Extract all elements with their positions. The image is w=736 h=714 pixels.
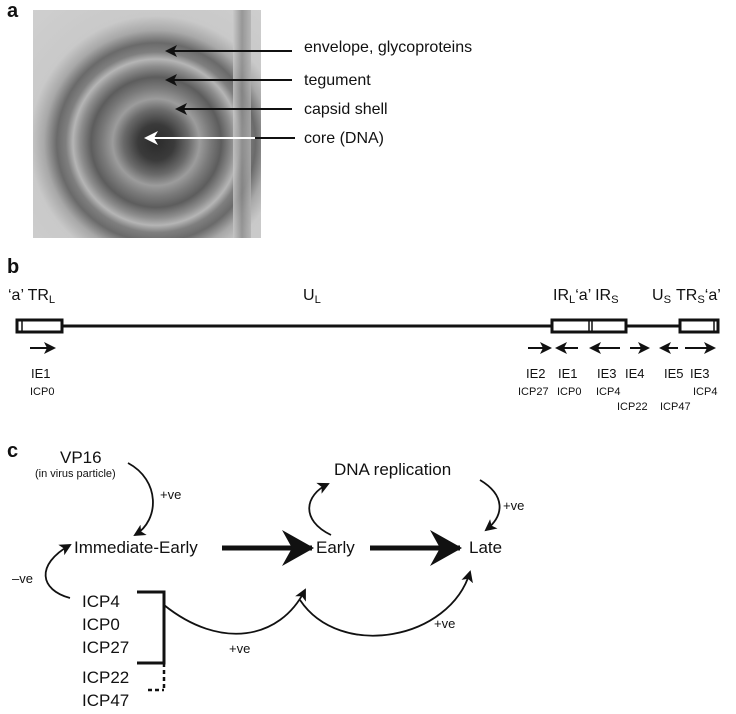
label-capsid: capsid shell xyxy=(304,101,388,118)
gene-ie: IE4 xyxy=(625,366,645,381)
irl-sub: L xyxy=(569,294,576,306)
ul-text: U xyxy=(303,287,315,304)
panel-b-label: b xyxy=(7,256,20,278)
virion-micrograph xyxy=(33,10,261,238)
dna-replication-label: DNA replication xyxy=(334,460,452,479)
structure-arrows xyxy=(144,45,295,145)
region-ul: UL xyxy=(303,287,321,306)
trs-sub: S xyxy=(697,294,705,306)
protein-icp47: ICP47 xyxy=(82,691,130,710)
panel-a-label: a xyxy=(7,0,19,22)
us-text: U xyxy=(652,287,664,304)
protein-icp0: ICP0 xyxy=(82,615,120,634)
gene-ie: IE3 xyxy=(690,366,710,381)
regulation-flow xyxy=(44,462,501,692)
gene-icp: ICP0 xyxy=(30,386,55,398)
dna-positive-label: +ve xyxy=(503,498,525,513)
negative-feedback-label: –ve xyxy=(12,571,33,586)
us-sub: S xyxy=(663,294,672,306)
trs-text: TR xyxy=(676,287,698,304)
gene-icp: ICP47 xyxy=(660,401,691,413)
gene-icp: ICP22 xyxy=(617,401,648,413)
trs-box xyxy=(678,318,720,334)
region-irl-irs: IRL‘a’ IRS xyxy=(553,287,619,306)
vp16-label: VP16 xyxy=(60,448,102,467)
panel-c-label: c xyxy=(7,440,19,462)
irl-text: IR xyxy=(553,287,569,304)
region-us: US xyxy=(652,287,671,306)
irs-text: ‘a’ IR xyxy=(575,287,612,304)
ul-sub: L xyxy=(314,294,321,306)
trl-text: ‘a’ TR xyxy=(8,287,49,304)
early-positive-label: +ve xyxy=(229,641,251,656)
gene-icp: ICP0 xyxy=(557,386,582,398)
label-tegument: tegument xyxy=(304,72,371,89)
gene-ie: IE1 xyxy=(558,366,578,381)
gene-ie: IE2 xyxy=(526,366,546,381)
late-positive-label: +ve xyxy=(434,616,456,631)
gene-ie: IE1 xyxy=(31,366,51,381)
genome-map xyxy=(15,318,720,354)
gene-ie: IE5 xyxy=(664,366,684,381)
region-trl: ‘a’ TRL xyxy=(8,287,55,306)
protein-icp22: ICP22 xyxy=(82,668,130,687)
gene-icp: ICP4 xyxy=(693,386,718,398)
trl-box xyxy=(15,318,64,334)
protein-icp4: ICP4 xyxy=(82,592,120,611)
gene-icp: ICP27 xyxy=(518,386,549,398)
protein-icp27: ICP27 xyxy=(82,638,130,657)
irs-sub: S xyxy=(611,294,619,306)
vp16-note: (in virus particle) xyxy=(35,468,116,480)
late-label: Late xyxy=(469,538,503,557)
gene-ie: IE3 xyxy=(597,366,617,381)
label-envelope: envelope, glycoproteins xyxy=(304,39,473,56)
trl-sub: L xyxy=(48,294,56,306)
region-trs: TRS‘a’ xyxy=(676,287,721,306)
label-core: core (DNA) xyxy=(304,130,385,147)
early-label: Early xyxy=(316,538,355,557)
immediate-early-label: Immediate-Early xyxy=(74,538,198,557)
a-right-text: ‘a’ xyxy=(704,287,721,304)
gene-icp: ICP4 xyxy=(596,386,621,398)
vp16-positive-label: +ve xyxy=(160,487,182,502)
